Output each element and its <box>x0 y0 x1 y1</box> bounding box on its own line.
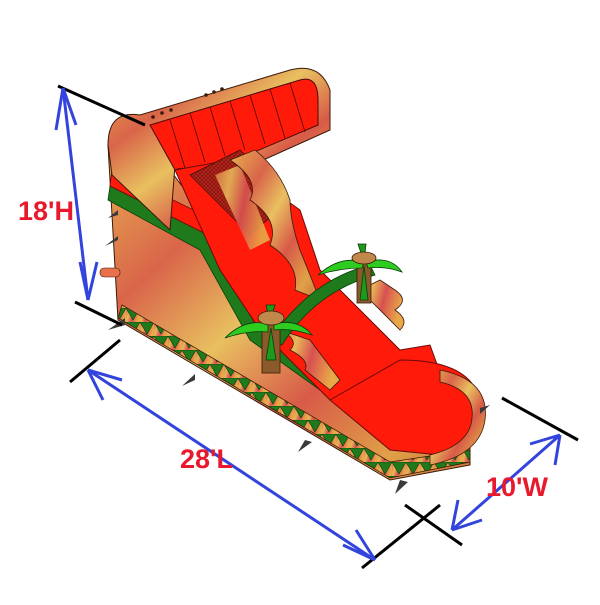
palm-tree-back <box>317 243 404 304</box>
length-label: 28'L <box>180 444 233 474</box>
height-label: 18'H <box>18 196 74 226</box>
anchor-stakes <box>105 210 490 494</box>
width-label: 10'W <box>486 472 548 502</box>
dimension-height <box>54 84 146 327</box>
slide-top <box>107 67 331 232</box>
blower-tube <box>99 267 121 278</box>
slide-lanes <box>174 149 486 466</box>
dimension-width <box>404 396 579 547</box>
palm-tree-front <box>224 304 314 374</box>
dimension-length <box>69 338 441 570</box>
